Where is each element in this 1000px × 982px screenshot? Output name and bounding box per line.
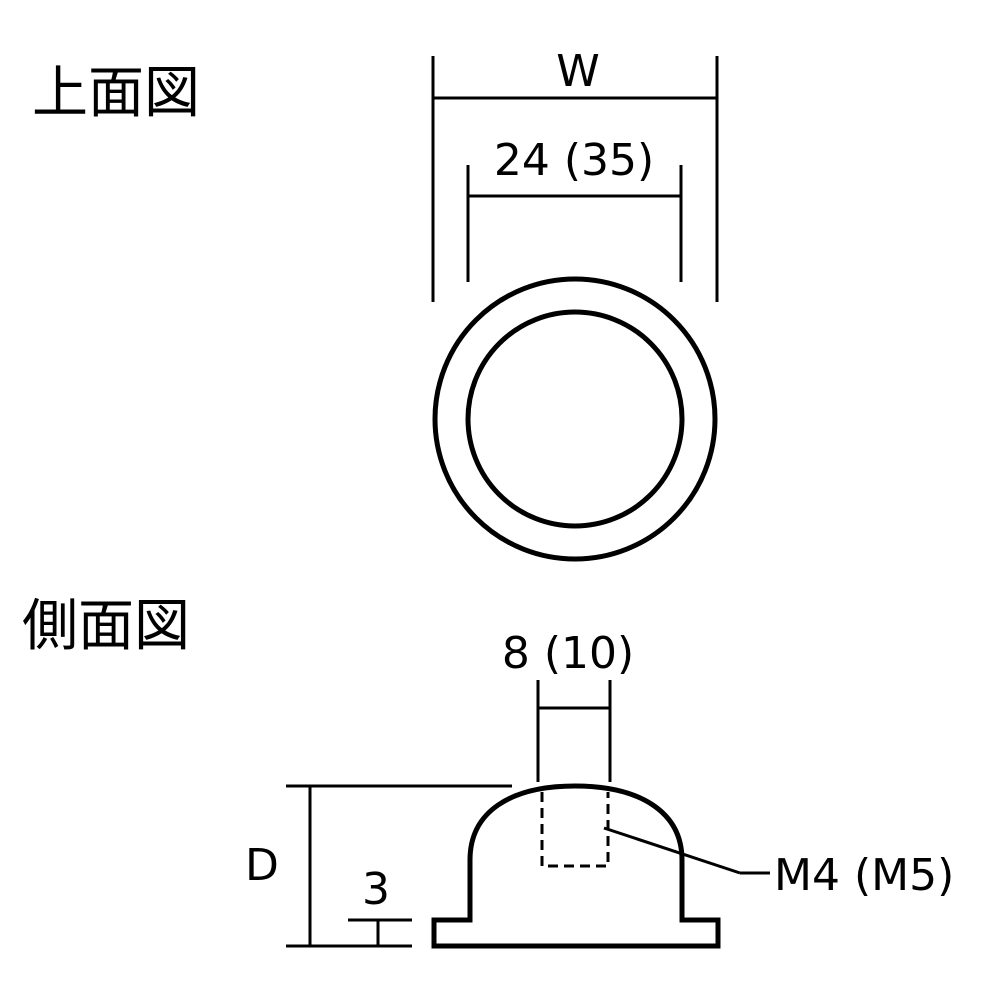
side-view-title: 側面図: [22, 594, 190, 659]
outer-ring: [432, 276, 718, 562]
threaded-hole-hidden: [540, 792, 610, 868]
base-thickness-label: 3: [362, 864, 390, 915]
thread-leader-line: [603, 826, 741, 875]
inner-width-label: 24 (35): [494, 135, 654, 186]
hole-width-label: 8 (10): [502, 628, 634, 679]
knob-side-profile: [431, 783, 721, 949]
w-label: W: [556, 46, 600, 97]
top-view-title: 上面図: [32, 61, 200, 126]
depth-label: D: [245, 840, 279, 891]
inner-ring: [465, 309, 685, 529]
thread-label: M4 (M5): [774, 850, 954, 901]
